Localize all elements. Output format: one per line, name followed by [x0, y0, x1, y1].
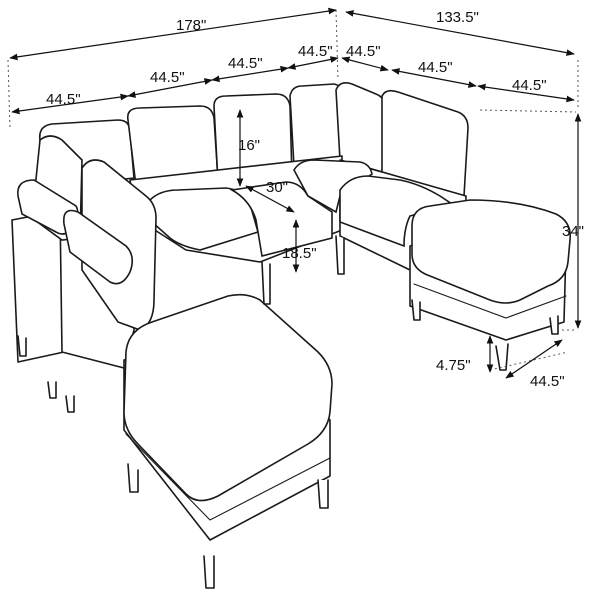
left-leg-3 — [47, 381, 57, 399]
label-module-1: 44.5" — [46, 91, 81, 108]
right-ottoman-leg-left — [411, 299, 421, 321]
label-seat-height: 18.5" — [282, 245, 317, 262]
dimension-lines — [7, 7, 582, 379]
label-leg-height: 4.75" — [436, 357, 471, 374]
dim-line-seat-depth — [245, 185, 295, 213]
label-module-4: 44.5" — [298, 43, 333, 60]
label-module-5: 44.5" — [346, 43, 381, 60]
label-module-7: 44.5" — [512, 77, 547, 94]
right-ottoman-leg-right — [549, 315, 559, 335]
seat-cushion-right — [339, 175, 454, 248]
label-back-height: 16" — [238, 137, 260, 154]
seat-cushion-corner — [293, 159, 373, 214]
front-ottoman-cushion — [123, 293, 333, 502]
front-ottoman-leg-1 — [127, 463, 139, 493]
ext-left — [7, 59, 11, 131]
mid-leg-2 — [335, 235, 345, 275]
right-ottoman-cushion — [411, 199, 572, 304]
left-leg-2 — [65, 395, 75, 413]
label-overall-width: 178" — [176, 17, 206, 34]
label-module-3: 44.5" — [228, 55, 263, 72]
right-ottoman-seam — [413, 283, 567, 319]
dim-line-module-1 — [11, 93, 129, 115]
dimension-labels: 178" 133.5" 44.5" 44.5" 44.5" 44.5" 44.5… — [46, 9, 584, 390]
middle-legs — [261, 235, 345, 305]
dim-line-module-4 — [287, 56, 339, 70]
label-module-6: 44.5" — [418, 59, 453, 76]
dim-line-module-7 — [477, 83, 575, 103]
dim-line-module-2 — [127, 78, 213, 98]
right-ottoman — [409, 199, 572, 371]
front-ottoman — [123, 293, 333, 589]
left-bolster-2 — [62, 209, 134, 285]
ext-top-mid — [335, 9, 339, 81]
mid-leg-1 — [261, 261, 271, 305]
ext-right-top34 — [479, 109, 577, 113]
left-modules — [11, 135, 157, 413]
front-ottoman-leg-3 — [317, 479, 329, 509]
back-cushion-6 — [381, 89, 469, 198]
front-ottoman-leg-2 — [203, 555, 215, 589]
dim-line-overall-width — [9, 7, 337, 61]
label-module-2: 44.5" — [150, 69, 185, 86]
label-overall-depth: 133.5" — [436, 9, 479, 26]
dim-line-module-3 — [211, 65, 289, 83]
back-cushion-5 — [335, 82, 387, 174]
dim-line-module-5 — [341, 56, 389, 72]
label-total-height: 34" — [562, 223, 584, 240]
sofa-illustration — [11, 82, 572, 589]
dim-line-ottoman-width — [505, 339, 563, 379]
front-ottoman-seam — [125, 433, 331, 521]
left-leg-1 — [17, 335, 27, 357]
label-ottoman-width: 44.5" — [530, 373, 565, 390]
label-seat-depth: 30" — [266, 179, 288, 196]
dim-line-module-6 — [391, 68, 477, 88]
dim-line-overall-depth — [345, 10, 575, 56]
